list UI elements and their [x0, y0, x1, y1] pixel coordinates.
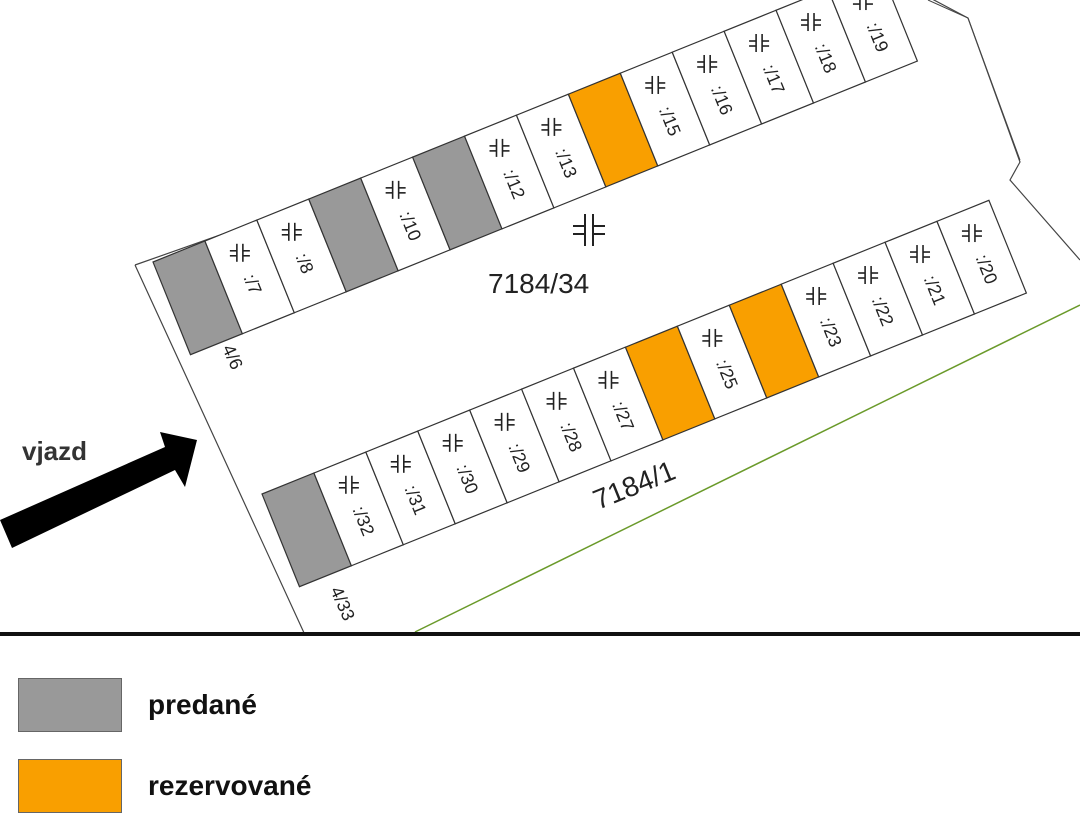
parcel-label-edge-top: 4/6: [218, 341, 246, 372]
legend-label-sold: predané: [148, 689, 257, 721]
legend-item-sold: predané: [18, 678, 257, 732]
legend-swatch-sold: [18, 678, 122, 732]
boundary-inner: [928, 0, 1020, 160]
legend-label-reserved: rezervované: [148, 770, 311, 802]
parcel-label-edge-bottom: 4/33: [326, 583, 359, 623]
parcel-symbol: [573, 214, 605, 246]
entrance-label: vjazd: [22, 436, 87, 467]
legend-divider: [0, 632, 1080, 636]
parking-map: :/7:/8:/10:/12:/13:/15:/16:/17:/18:/19 :…: [0, 0, 1080, 785]
legend-item-reserved: rezervované: [18, 759, 311, 813]
legend-swatch-reserved: [18, 759, 122, 813]
parcel-label-main: 7184/34: [488, 268, 589, 299]
